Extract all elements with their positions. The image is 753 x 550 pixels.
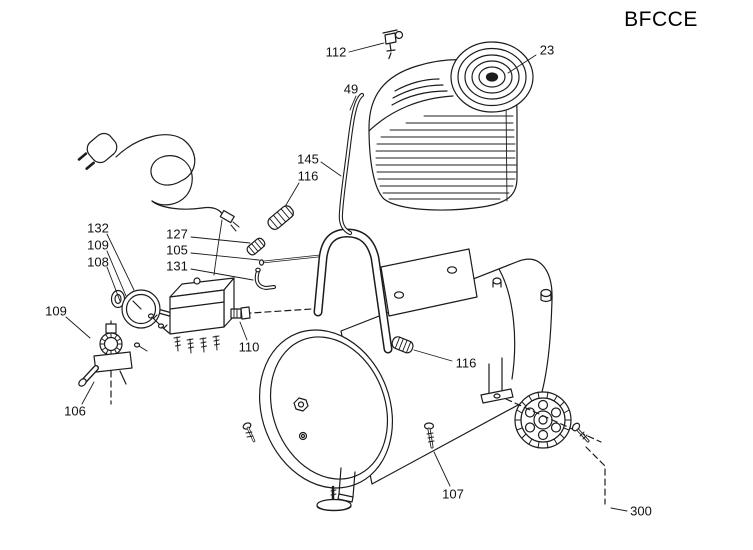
part-label-300: 300 <box>630 503 652 519</box>
pressure-switch <box>169 277 235 335</box>
check-valve-110 <box>230 306 251 320</box>
diagram-title: BFCCE <box>624 8 698 31</box>
wheel-bolt <box>571 422 590 443</box>
fitting-116-lower <box>391 336 414 354</box>
leader-lines <box>65 42 628 512</box>
wheel-axle-line <box>505 398 606 505</box>
part-label-127: 127 <box>166 226 188 242</box>
part-label-131: 131 <box>166 258 188 274</box>
elbow-fitting <box>254 267 276 290</box>
discharge-pipe-49 <box>338 92 365 236</box>
small-screws <box>147 313 170 334</box>
part-label-109-gauge: 109 <box>87 237 109 253</box>
power-plug-icon <box>77 132 118 170</box>
part-label-116-upper: 116 <box>297 168 319 184</box>
power-cord <box>115 134 240 276</box>
wheel <box>514 391 572 449</box>
part-label-105: 105 <box>166 242 188 258</box>
fitting-127 <box>246 237 266 256</box>
mounting-plate <box>380 248 478 317</box>
tank-bolt <box>242 422 256 443</box>
rubber-foot <box>316 485 352 512</box>
part-label-109-valve: 109 <box>45 303 67 319</box>
motor-end-cap-23 <box>450 41 534 113</box>
part-label-112: 112 <box>325 44 347 60</box>
outlet-valve-assembly <box>78 323 148 387</box>
safety-valve-112 <box>382 29 404 52</box>
fitting-116-upper <box>267 205 294 230</box>
part-label-145: 145 <box>297 151 319 167</box>
part-label-107: 107 <box>442 486 464 502</box>
part-label-106: 106 <box>64 403 86 419</box>
drain-bolt-107 <box>423 422 435 449</box>
unloader-tube-105 <box>258 254 321 266</box>
part-label-116-lower: 116 <box>455 355 477 371</box>
tank-nubs <box>492 277 552 303</box>
part-label-108: 108 <box>87 254 109 270</box>
part-label-23: 23 <box>539 42 555 58</box>
switch-screws <box>173 335 220 354</box>
cooling-fins <box>375 115 517 200</box>
part-label-110: 110 <box>238 339 260 355</box>
pressure-gauge <box>121 289 172 329</box>
part-label-49: 49 <box>343 81 359 97</box>
part-label-132: 132 <box>87 220 109 236</box>
tank-legs <box>337 357 514 503</box>
